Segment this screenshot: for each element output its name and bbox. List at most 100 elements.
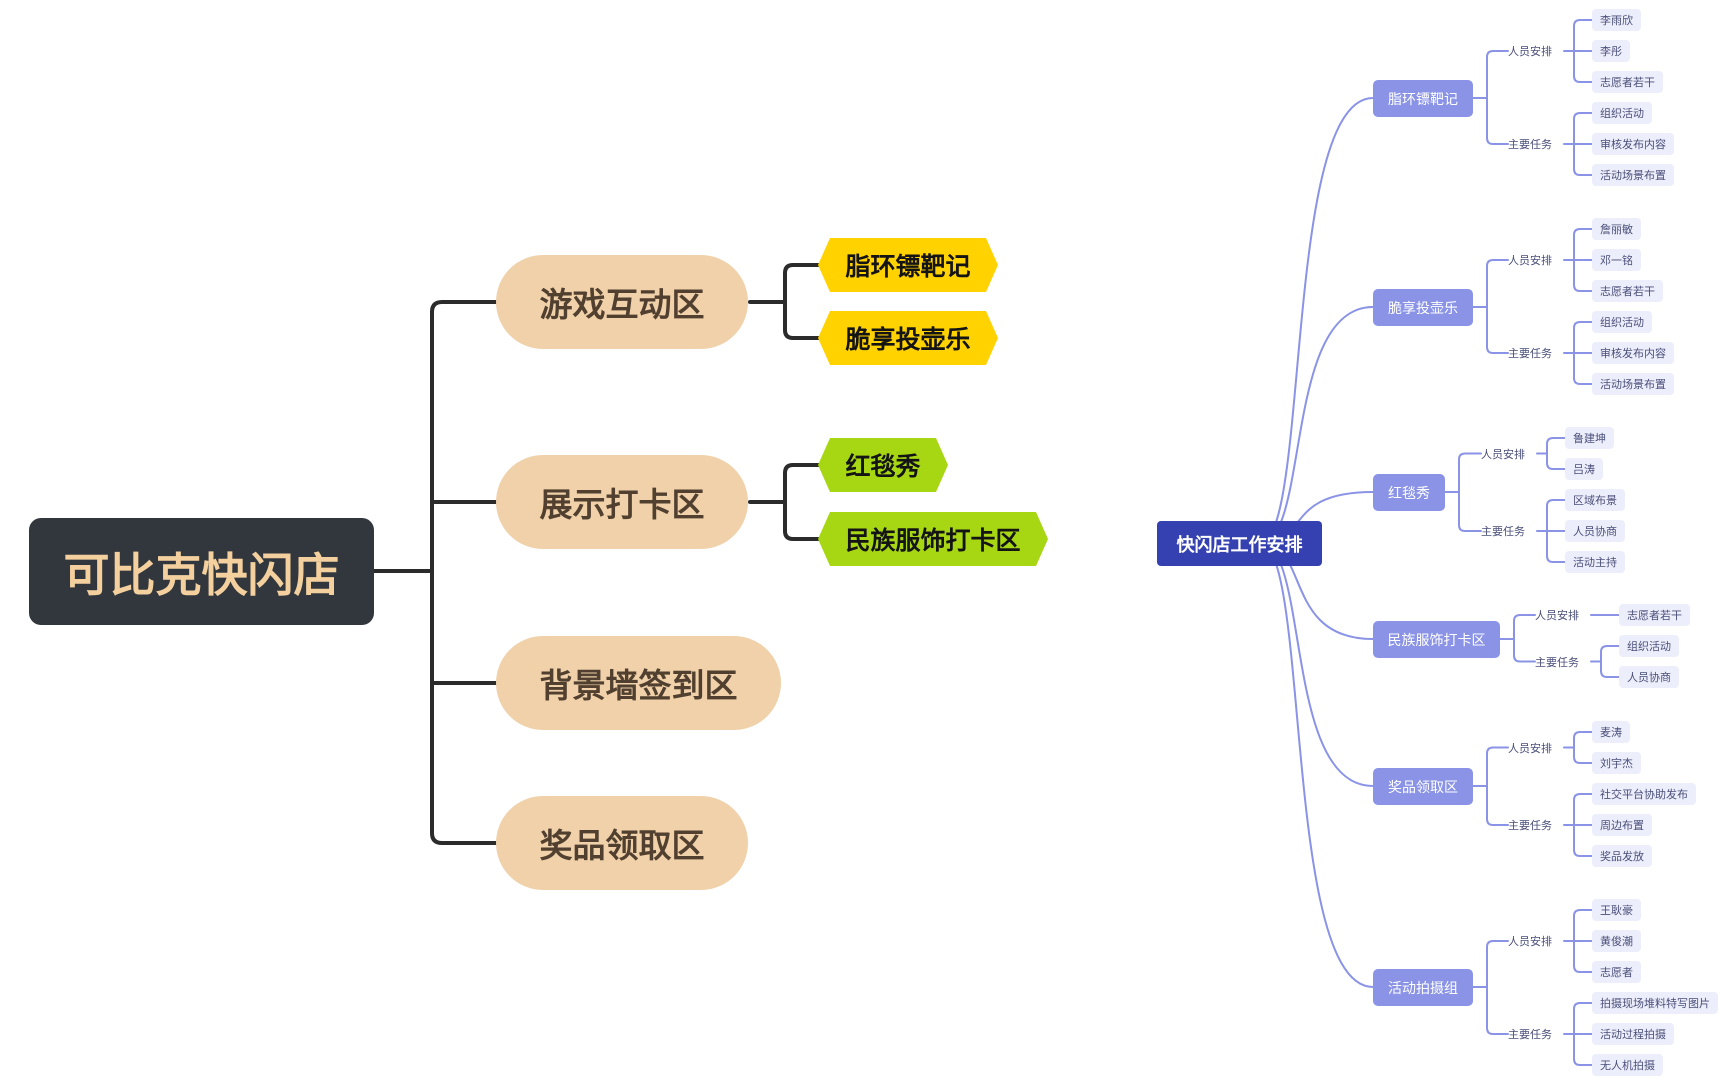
staff-leaf[interactable]: 李雨欣 [1592, 9, 1641, 31]
branch-node[interactable]: 红毯秀 [1373, 474, 1445, 511]
staff-leaf[interactable]: 詹丽敏 [1592, 218, 1641, 240]
staff-leaf[interactable]: 麦涛 [1592, 721, 1630, 743]
task-leaf[interactable]: 审核发布内容 [1592, 133, 1674, 155]
staff-leaf[interactable]: 刘宇杰 [1592, 752, 1641, 774]
area-node-game[interactable]: 游戏互动区 [496, 255, 748, 349]
category-label-staff[interactable]: 人员安排 [1535, 609, 1579, 622]
staff-leaf[interactable]: 王耿豪 [1592, 899, 1641, 921]
category-label-tasks[interactable]: 主要任务 [1535, 655, 1579, 669]
task-leaf[interactable]: 人员协商 [1619, 666, 1679, 688]
staff-leaf[interactable]: 吕涛 [1565, 458, 1603, 480]
task-leaf[interactable]: 社交平台协助发布 [1592, 783, 1696, 805]
category-label-staff[interactable]: 人员安排 [1508, 254, 1552, 267]
task-leaf[interactable]: 活动过程拍摄 [1592, 1023, 1674, 1045]
tag-connector [783, 463, 824, 475]
leaf-connector [1573, 19, 1593, 52]
branch-node[interactable]: 脂环镖靶记 [1373, 80, 1473, 117]
area-node-signin-wall[interactable]: 背景墙签到区 [496, 636, 781, 730]
task-leaf[interactable]: 人员协商 [1565, 520, 1625, 542]
branch-node[interactable]: 脆享投壶乐 [1373, 289, 1473, 326]
category-connector [1458, 491, 1482, 532]
category-connector [1486, 50, 1509, 99]
task-leaf[interactable]: 活动场景布置 [1592, 164, 1674, 186]
task-leaf[interactable]: 区域布景 [1565, 489, 1625, 511]
staff-leaf[interactable]: 邓一铭 [1592, 249, 1641, 271]
leaf-connector [1573, 228, 1593, 261]
category-label-tasks[interactable]: 主要任务 [1508, 1028, 1552, 1041]
leaf-connector [1546, 437, 1566, 455]
category-connector [1486, 940, 1509, 988]
leaf-connector [1573, 909, 1593, 942]
category-connector [1458, 452, 1482, 493]
task-leaf[interactable]: 组织活动 [1592, 102, 1652, 124]
tag-connector [783, 328, 824, 340]
staff-leaf[interactable]: 李彤 [1592, 40, 1630, 62]
staff-leaf[interactable]: 黄俊潮 [1592, 930, 1641, 952]
task-leaf[interactable]: 审核发布内容 [1592, 342, 1674, 364]
tag-connector [783, 263, 824, 275]
leaf-connector [1546, 499, 1566, 532]
leaf-connector [1573, 112, 1593, 145]
leaf-connector [1600, 660, 1620, 678]
leaf-connector [1546, 452, 1566, 470]
leaf-connector [1573, 1033, 1593, 1066]
task-leaf[interactable]: 无人机拍摄 [1592, 1054, 1663, 1076]
category-label-tasks[interactable]: 主要任务 [1508, 347, 1552, 360]
branch-node[interactable]: 民族服饰打卡区 [1373, 621, 1500, 658]
category-label-tasks[interactable]: 主要任务 [1481, 525, 1525, 538]
category-connector [1486, 259, 1509, 308]
category-connector [1486, 746, 1509, 787]
category-connector [1486, 97, 1509, 145]
branch-connector [1259, 97, 1374, 544]
right-root-node[interactable]: 快闪店工作安排 [1157, 521, 1322, 566]
area-connector [430, 300, 498, 314]
branch-connector [1259, 306, 1374, 544]
leaf-connector [1573, 1002, 1593, 1035]
leaf-connector [1546, 530, 1566, 563]
leaf-connector [1573, 940, 1593, 973]
activity-tag-pot-throw[interactable]: 脆享投壶乐 [818, 311, 998, 365]
leaf-connector [1573, 746, 1593, 764]
category-label-staff[interactable]: 人员安排 [1481, 447, 1525, 461]
staff-leaf[interactable]: 志愿者若干 [1592, 71, 1663, 93]
activity-tag-dart[interactable]: 脂环镖靶记 [818, 238, 998, 292]
category-label-tasks[interactable]: 主要任务 [1508, 819, 1552, 832]
staff-leaf[interactable]: 志愿者 [1592, 961, 1641, 983]
tag-connector [783, 529, 824, 541]
branch-connector [1259, 542, 1374, 787]
category-connector [1486, 986, 1509, 1035]
task-leaf[interactable]: 奖品发放 [1592, 845, 1652, 867]
branch-node[interactable]: 活动拍摄组 [1373, 969, 1473, 1006]
task-leaf[interactable]: 组织活动 [1592, 311, 1652, 333]
left-root-node[interactable]: 可比克快闪店 [29, 518, 374, 625]
activity-tag-red-carpet[interactable]: 红毯秀 [818, 438, 948, 492]
leaf-connector [1600, 645, 1620, 663]
category-connector [1513, 638, 1536, 663]
task-leaf[interactable]: 活动主持 [1565, 551, 1625, 573]
branch-node[interactable]: 奖品领取区 [1373, 768, 1473, 805]
leaf-connector [1573, 824, 1593, 857]
staff-leaf[interactable]: 鲁建坤 [1565, 427, 1614, 449]
branch-connector [1259, 542, 1374, 988]
category-label-staff[interactable]: 人员安排 [1508, 45, 1552, 58]
activity-tag-ethnic-costume[interactable]: 民族服饰打卡区 [818, 512, 1048, 566]
task-leaf[interactable]: 拍摄现场堆料特写图片 [1592, 992, 1718, 1014]
area-node-prize[interactable]: 奖品领取区 [496, 796, 748, 890]
area-node-display[interactable]: 展示打卡区 [496, 455, 748, 549]
task-leaf[interactable]: 周边布置 [1592, 814, 1652, 836]
task-leaf[interactable]: 活动场景布置 [1592, 373, 1674, 395]
staff-leaf[interactable]: 志愿者若干 [1619, 604, 1690, 626]
area-connector [430, 831, 498, 845]
category-connector [1486, 785, 1509, 826]
task-leaf[interactable]: 组织活动 [1619, 635, 1679, 657]
leaf-connector [1573, 259, 1593, 292]
leaf-connector [1573, 793, 1593, 826]
leaf-connector [1573, 50, 1593, 83]
category-connector [1486, 306, 1509, 354]
category-label-tasks[interactable]: 主要任务 [1508, 138, 1552, 151]
category-label-staff[interactable]: 人员安排 [1508, 741, 1552, 755]
leaf-connector [1573, 143, 1593, 176]
staff-leaf[interactable]: 志愿者若干 [1592, 280, 1663, 302]
category-label-staff[interactable]: 人员安排 [1508, 935, 1552, 948]
